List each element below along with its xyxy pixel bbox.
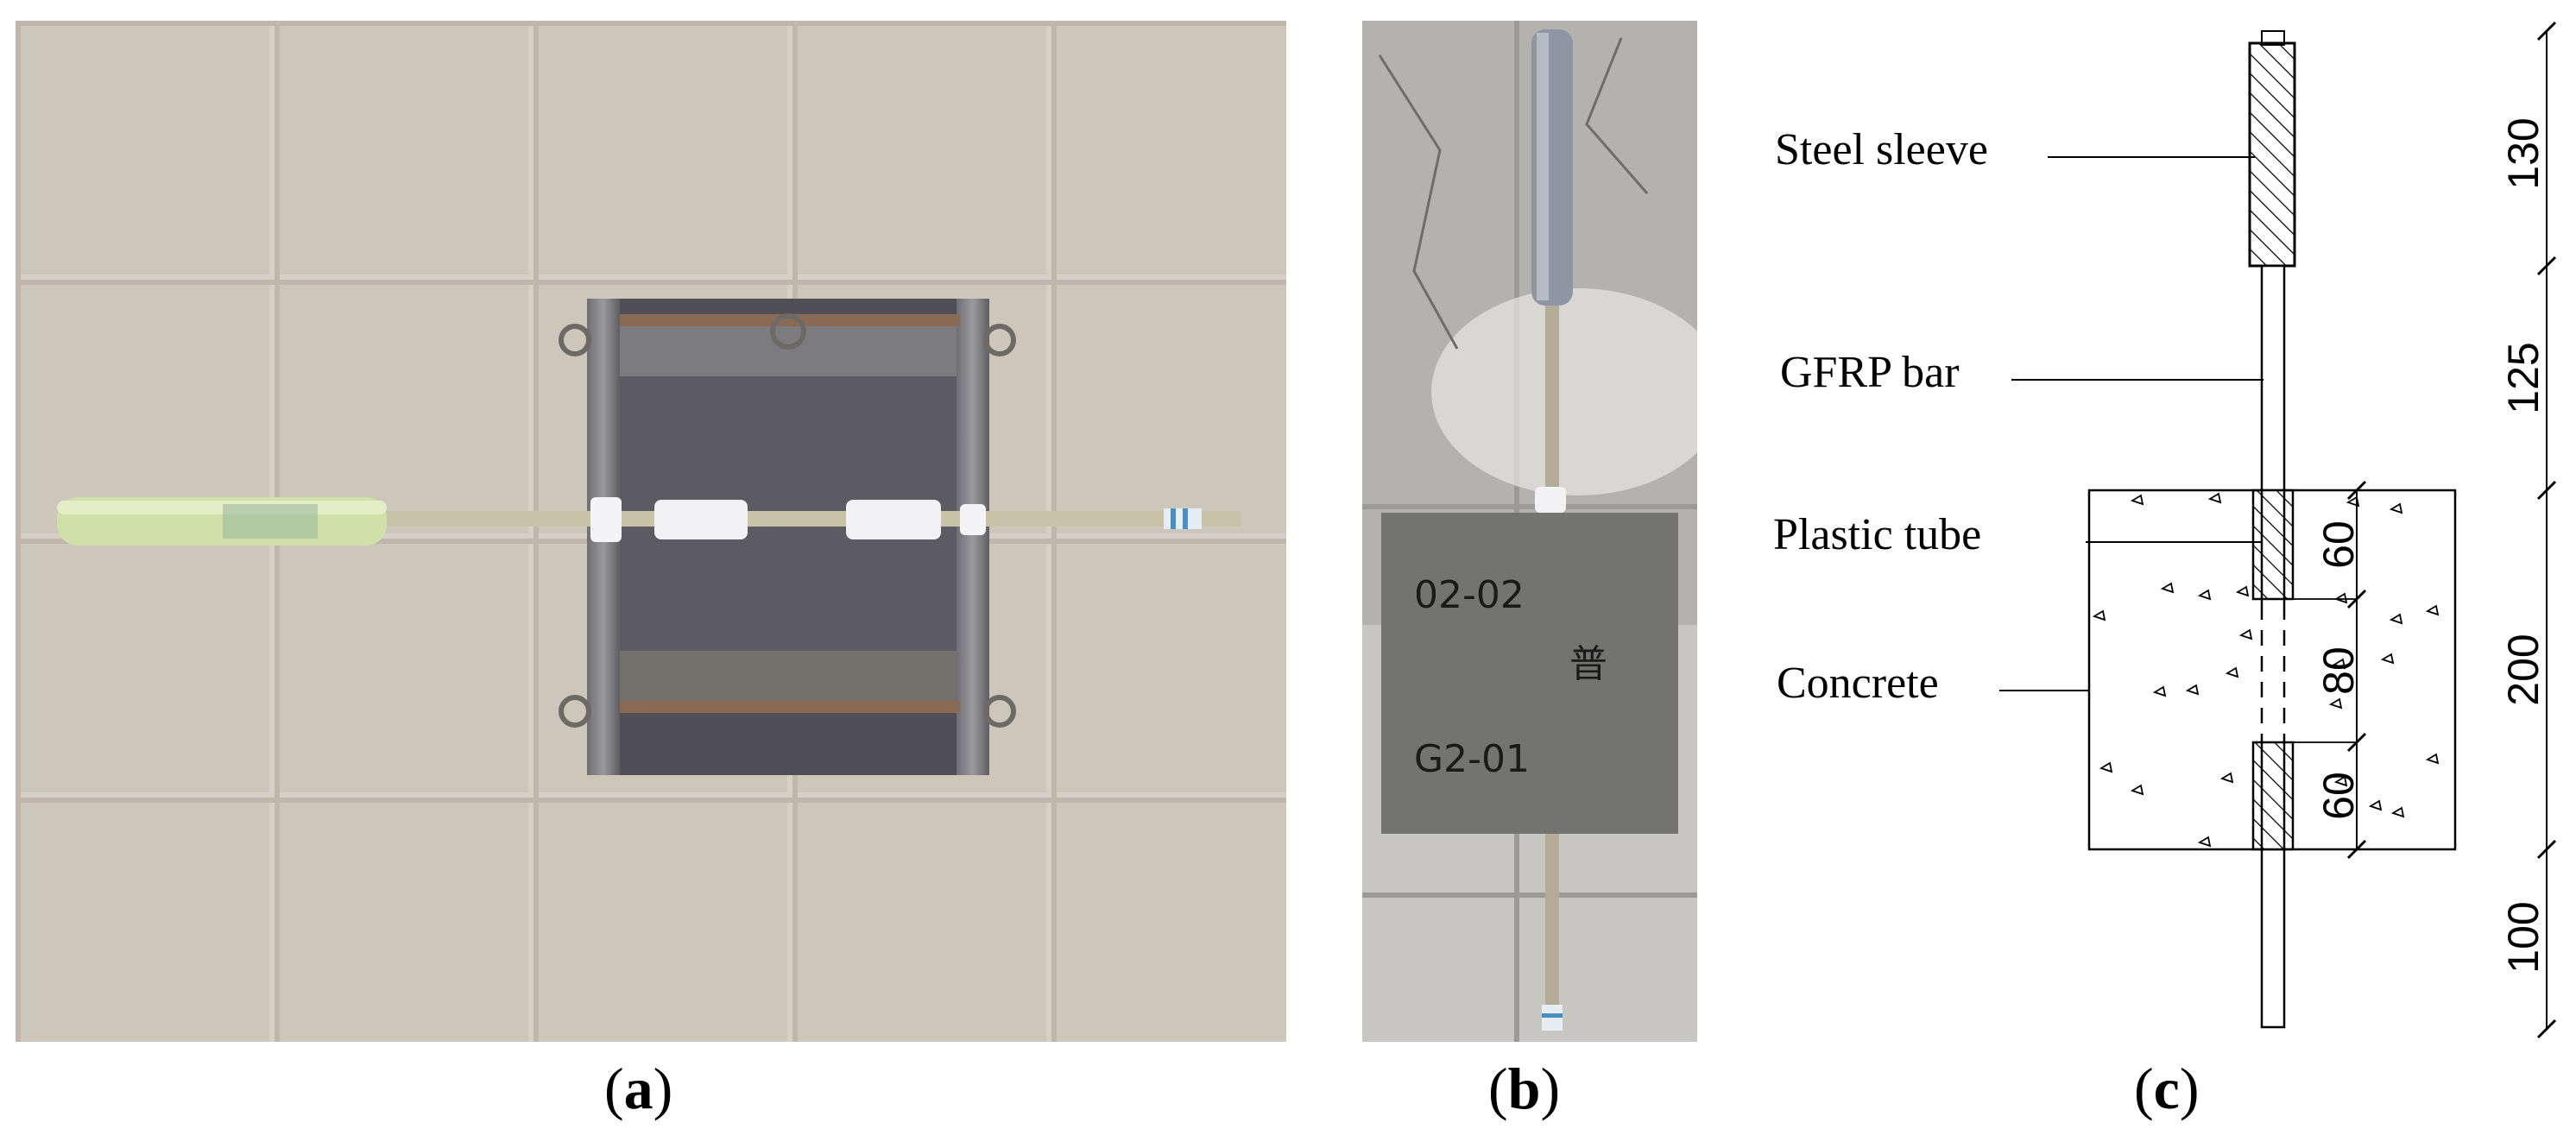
plastic-tube-top — [2251, 489, 2295, 601]
specimen-marking-top: 02-02 — [1414, 573, 1525, 617]
label-steel-sleeve: Steel sleeve — [1775, 125, 1988, 174]
steel-sleeve — [2248, 41, 2296, 268]
plastic-tube-photo-right — [846, 500, 941, 539]
label-plastic-tube: Plastic tube — [1773, 510, 1981, 559]
gfrp-bar-photo — [1545, 306, 1559, 504]
caption-a: (a) — [604, 1056, 673, 1121]
gfrp-bar-photo — [361, 511, 1241, 527]
plastic-tube-photo-left — [654, 500, 748, 539]
specimen-marking-char: 普 — [1569, 642, 1607, 686]
aggregate-marks — [2092, 492, 2440, 848]
photo-concrete-specimen: 02-02 普 G2-01 — [1362, 21, 1697, 1042]
label-concrete: Concrete — [1777, 659, 1939, 708]
dim-sleeve-length: 130 — [2499, 117, 2548, 189]
dim-tube-bottom: 60 — [2314, 772, 2363, 820]
dim-unbonded: 80 — [2314, 647, 2363, 695]
caption-c: (c) — [2134, 1056, 2200, 1121]
specimen-schematic: Steel sleeve GFRP bar Plastic tube Concr… — [1727, 0, 2576, 1148]
plastic-tube-bottom — [2251, 741, 2295, 851]
dim-free-length: 125 — [2499, 342, 2548, 413]
dim-tube-top: 60 — [2314, 520, 2363, 569]
dim-tail-length: 100 — [2499, 901, 2548, 973]
label-gfrp-bar: GFRP bar — [1780, 348, 1960, 397]
specimen-marking-bottom: G2-01 — [1414, 737, 1530, 781]
caption-b: (b) — [1488, 1056, 1561, 1121]
dim-block-height: 200 — [2499, 634, 2548, 705]
photo-mould-with-bar — [16, 21, 1286, 1042]
